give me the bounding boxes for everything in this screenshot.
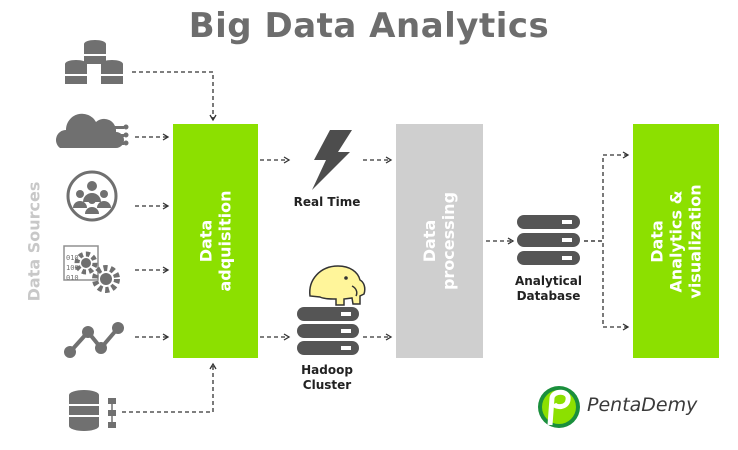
acquisition-line-2: adquisition bbox=[215, 190, 235, 292]
analytical-line-2: Database bbox=[516, 289, 581, 303]
lightning-icon bbox=[312, 130, 352, 190]
hadoop-cluster-label: Hadoop Cluster bbox=[287, 363, 367, 393]
network-graph-icon bbox=[64, 322, 124, 358]
analytics-line-3: visualization bbox=[685, 183, 705, 299]
gears-code-icon: 010 100 010 bbox=[63, 245, 120, 293]
arrow-db-to-acquisition bbox=[132, 71, 217, 122]
svg-text:010: 010 bbox=[66, 274, 79, 282]
processing-label: Data processing bbox=[396, 124, 483, 358]
pentademy-logo-icon bbox=[538, 386, 580, 428]
acquisition-line-1: Data bbox=[196, 219, 216, 263]
analytics-label: Data Analytics & visualization bbox=[633, 124, 719, 358]
users-group-icon bbox=[66, 170, 118, 222]
arrow-db-to-analytics-top bbox=[584, 151, 630, 242]
svg-text:010: 010 bbox=[66, 254, 79, 262]
brand-name: PentaDemy bbox=[587, 394, 698, 416]
arrow-dbflow-to-acquisition bbox=[122, 362, 217, 413]
arrow-db-to-analytics-bottom bbox=[584, 240, 630, 331]
connectors bbox=[122, 71, 630, 413]
acquisition-box bbox=[173, 124, 258, 358]
svg-text:100: 100 bbox=[66, 264, 79, 272]
hadoop-line-1: Hadoop bbox=[301, 363, 353, 377]
server-stack-icon bbox=[297, 307, 359, 355]
analytics-line-1: Data bbox=[647, 219, 667, 263]
processing-line-2: processing bbox=[439, 191, 459, 291]
page-title: Big Data Analytics bbox=[188, 6, 550, 46]
database-flowchart-icon bbox=[69, 390, 116, 431]
real-time-label: Real Time bbox=[293, 195, 361, 209]
analytical-line-1: Analytical bbox=[514, 274, 583, 288]
hadoop-elephant-icon bbox=[309, 265, 366, 306]
analytical-database-icon bbox=[517, 215, 580, 265]
acquisition-label: Data adquisition bbox=[173, 124, 258, 358]
processing-box bbox=[396, 124, 483, 358]
hadoop-line-2: Cluster bbox=[302, 378, 352, 392]
analytics-line-2: Analytics & bbox=[666, 189, 686, 293]
processing-line-1: Data bbox=[420, 219, 440, 263]
database-cluster-icon bbox=[65, 40, 123, 84]
analytical-database-label: Analytical Database bbox=[506, 274, 591, 304]
analytics-box bbox=[633, 124, 719, 358]
cloud-network-icon bbox=[56, 113, 129, 148]
